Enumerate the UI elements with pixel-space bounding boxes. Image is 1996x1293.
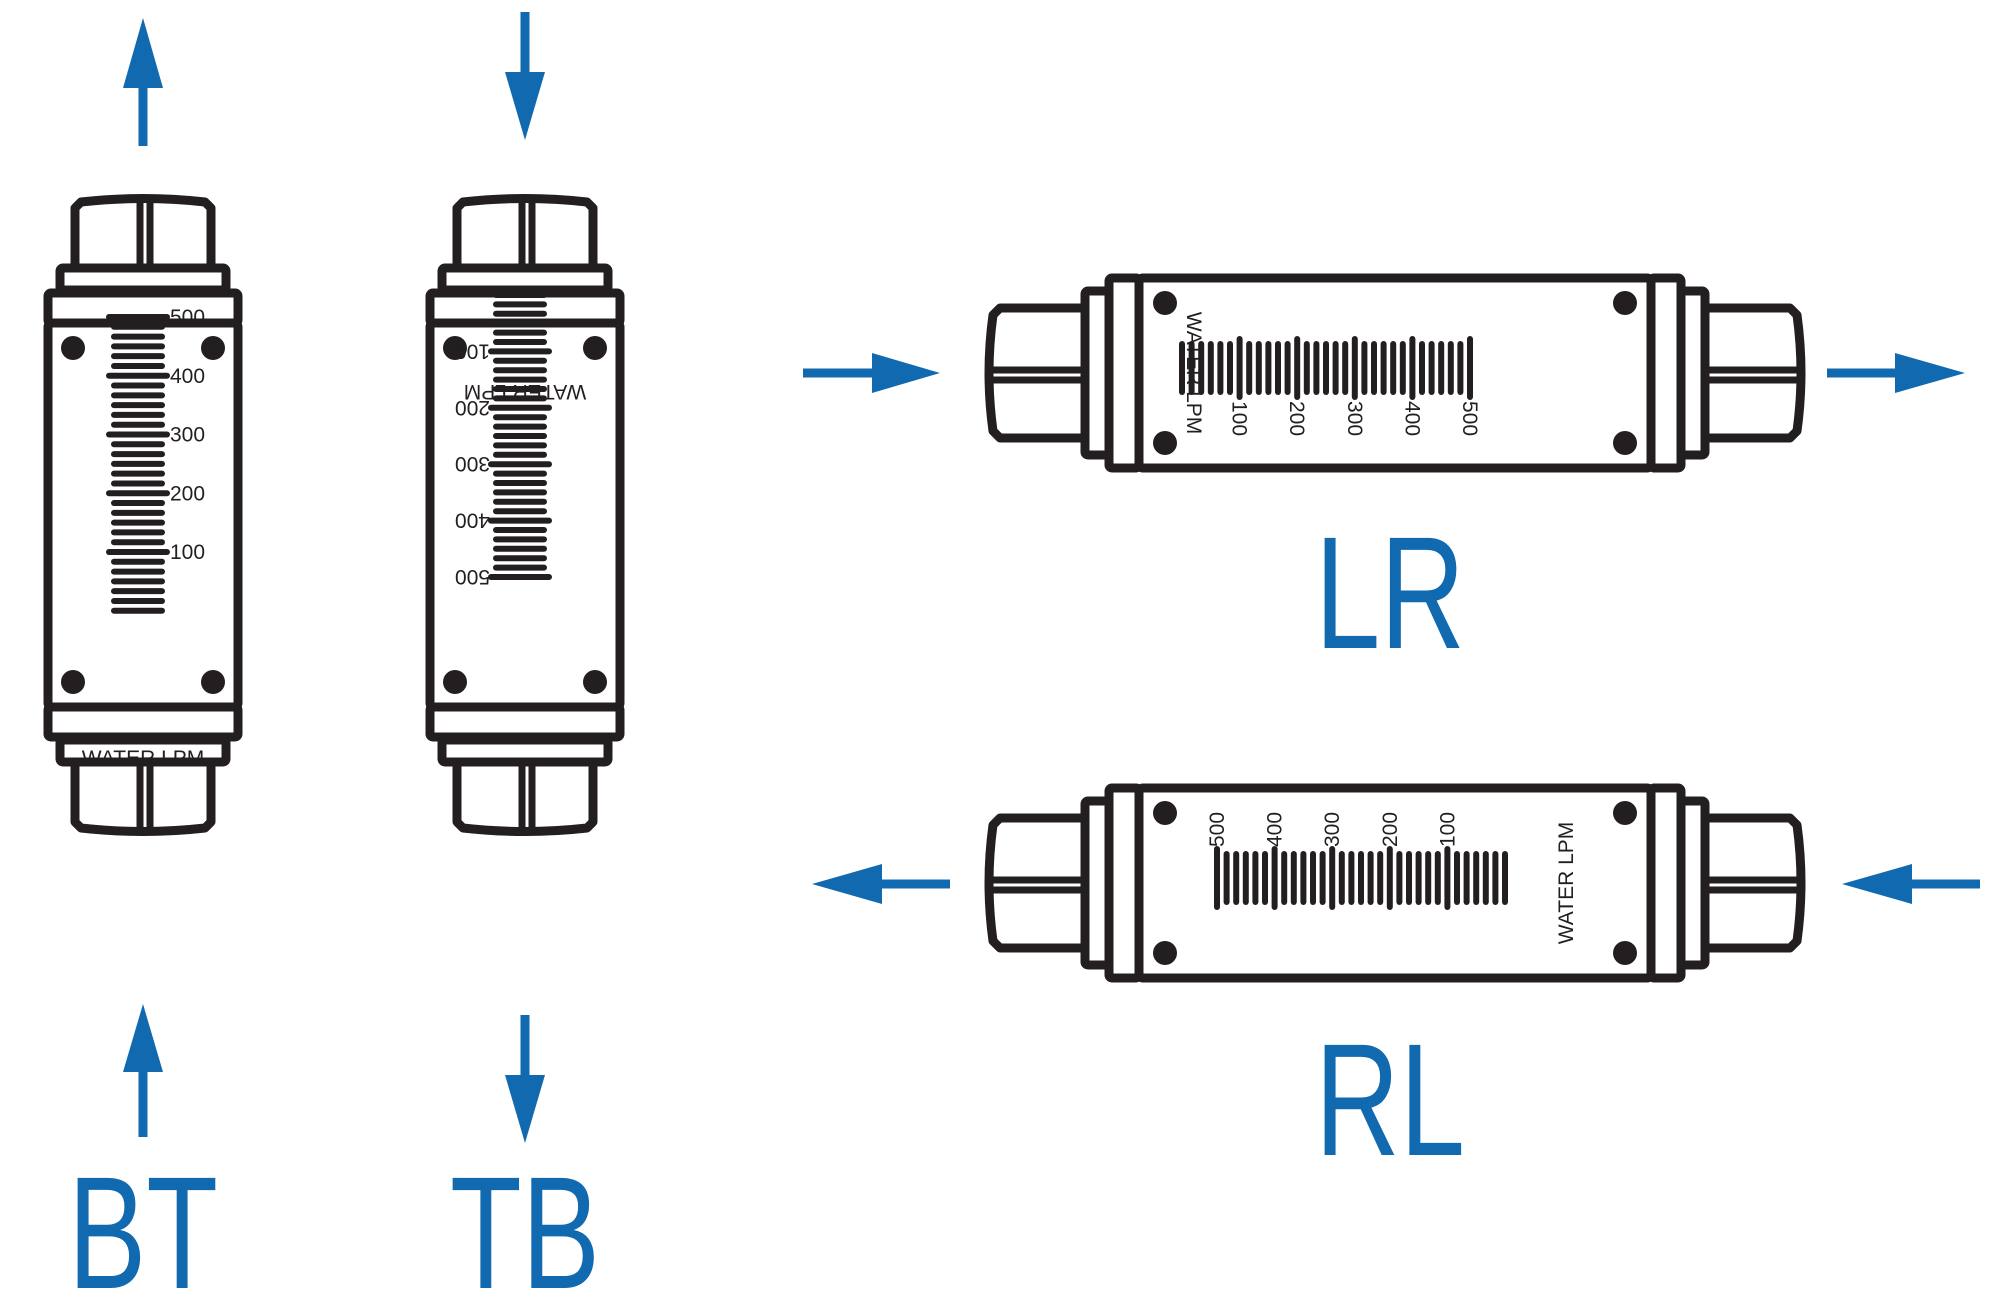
- meter-lr: 100 200 300 400 500 WATER LPM: [989, 278, 1801, 468]
- flow-arrow-tb-top: [505, 12, 545, 140]
- flow-arrow-tb-bottom: [505, 1015, 545, 1143]
- tick-label: 300: [1343, 401, 1366, 436]
- flow-arrow-bt-top: [123, 18, 163, 146]
- tick-label: 300: [455, 452, 490, 475]
- flow-arrow-rl-in: [1842, 864, 1980, 904]
- tick-label: 500: [170, 306, 205, 329]
- tick-label: 400: [170, 365, 205, 388]
- unit-label-bt: WATER LPM: [82, 747, 205, 770]
- tick-label: 100: [1436, 812, 1459, 847]
- unit-label-tb: WATER LPM: [464, 380, 587, 403]
- tick-label: 200: [1285, 401, 1308, 436]
- scale-lr: 100 200 300 400 500: [1179, 336, 1481, 436]
- tick-label: 200: [455, 396, 490, 419]
- tick-label: 200: [1379, 812, 1402, 847]
- tick-label: 200: [170, 482, 205, 505]
- tick-label: 500: [1206, 812, 1229, 847]
- flow-arrow-lr-in: [803, 353, 940, 393]
- meter-bt: 100 200 300 400 500 WATER LPM: [48, 199, 238, 832]
- arrow-right-icon: [1895, 353, 1965, 393]
- orientation-code-lr: LR: [1315, 503, 1465, 682]
- arrow-up-icon: [123, 1004, 163, 1072]
- tick-label: 300: [1321, 812, 1344, 847]
- tick-label: 300: [170, 424, 205, 447]
- flow-arrow-bt-bottom: [123, 1004, 163, 1137]
- scale-tb: 100 200 300 400 500: [455, 292, 552, 588]
- orientation-code-bt: BT: [68, 1143, 218, 1293]
- unit-label-lr: WATER LPM: [1182, 312, 1205, 435]
- tick-label: 500: [1458, 401, 1481, 436]
- arrow-right-icon: [872, 353, 940, 393]
- tick-label: 100: [170, 541, 205, 564]
- orientation-code-rl: RL: [1315, 1010, 1465, 1189]
- arrow-left-icon: [1842, 864, 1912, 904]
- scale-rl: 100 200 300 400 500: [1206, 812, 1508, 910]
- orientation-code-tb: TB: [450, 1143, 600, 1293]
- arrow-down-icon: [505, 1075, 545, 1143]
- unit-label-rl: WATER LPM: [1555, 822, 1578, 945]
- tick-label: 400: [1400, 401, 1423, 436]
- tick-label: 500: [455, 565, 490, 588]
- scale-bt: 100 200 300 400 500: [106, 306, 205, 614]
- flow-arrow-rl-out: [812, 864, 950, 904]
- arrow-left-icon: [812, 864, 882, 904]
- tick-label: 400: [455, 509, 490, 532]
- tick-label: 400: [1264, 812, 1287, 847]
- tick-label: 100: [455, 339, 490, 362]
- flow-arrow-lr-out: [1827, 353, 1965, 393]
- arrow-down-icon: [505, 72, 545, 140]
- arrow-up-icon: [123, 18, 163, 88]
- tick-label: 100: [1228, 401, 1251, 436]
- meter-rl: 100 200 300 400 500 WATER LPM: [989, 788, 1801, 978]
- meter-tb: 100 200 300 400 500 WATER LPM: [430, 199, 620, 832]
